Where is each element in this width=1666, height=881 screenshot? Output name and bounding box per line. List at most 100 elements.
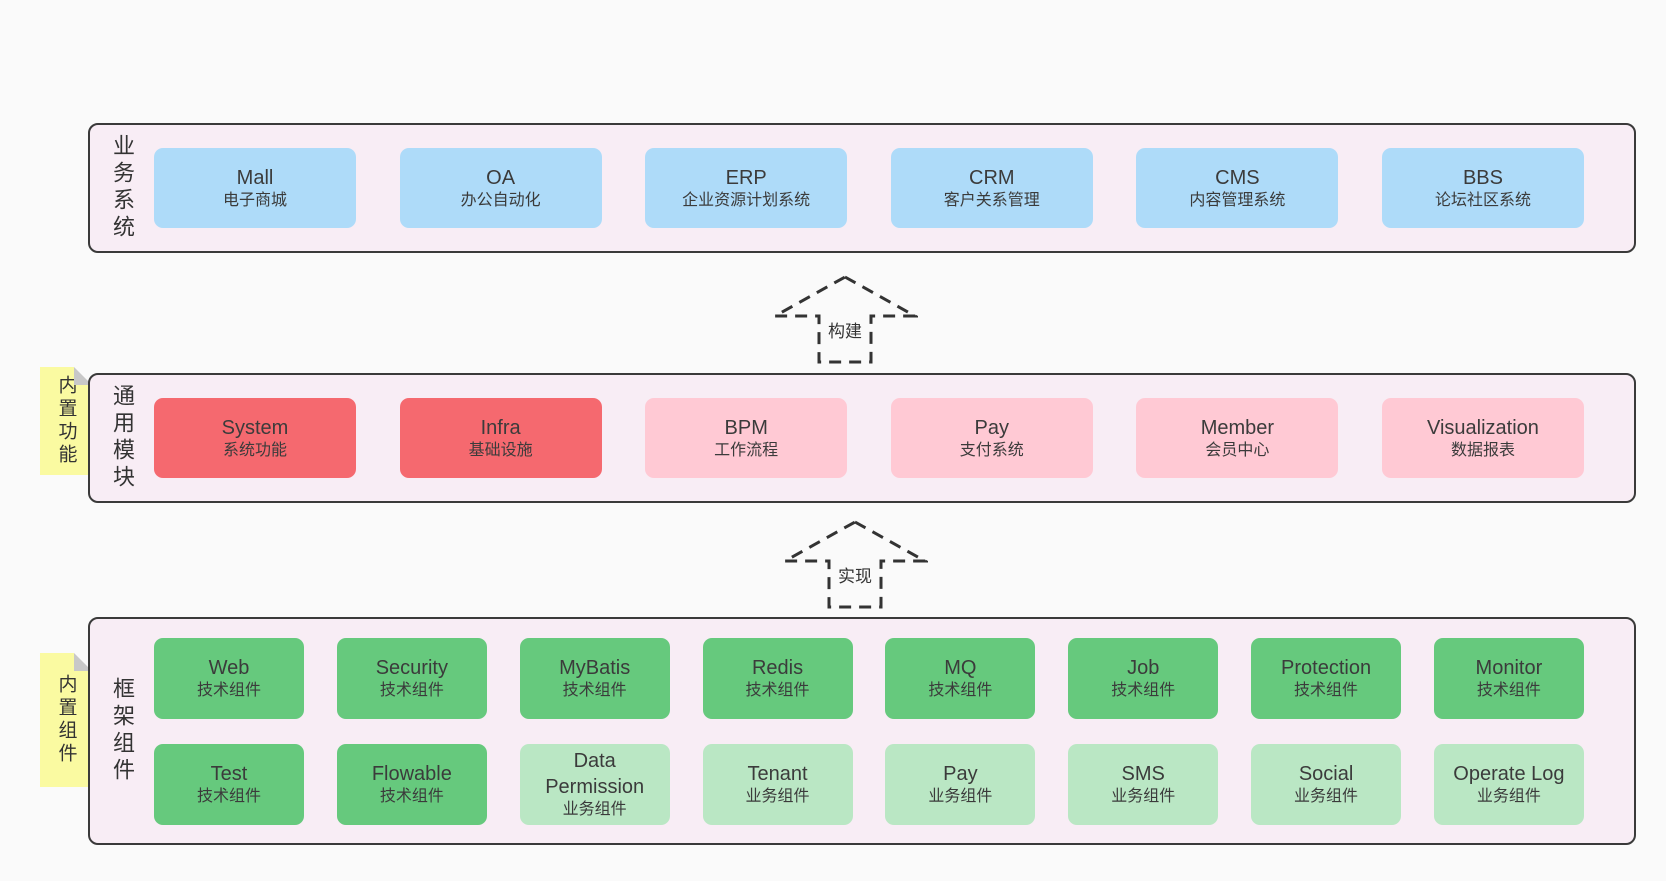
box-title: Infra [480,416,521,439]
band-label-business-systems: 业务系统 [110,134,135,242]
box-social: Social 业务组件 [1251,743,1402,825]
box-subtitle: 会员中心 [1205,441,1270,459]
box-title: Job [1127,656,1160,679]
box-oa: OA 办公自动化 [399,148,602,228]
box-subtitle: 技术组件 [196,787,261,805]
box-title: BPM [724,416,768,439]
box-subtitle: 数据报表 [1450,441,1515,459]
framework-components-row-1: Web 技术组件 Security 技术组件 MyBatis 技术组件 Redi… [154,637,1584,719]
box-subtitle: 业务组件 [745,787,810,805]
box-subtitle: 办公自动化 [460,191,541,209]
box-title: Visualization [1427,416,1539,439]
box-flowable: Flowable 技术组件 [336,743,487,825]
box-subtitle: 技术组件 [562,681,627,699]
box-subtitle: 论坛社区系统 [1434,191,1531,209]
box-title: Monitor [1475,656,1543,679]
box-monitor: Monitor 技术组件 [1433,637,1584,719]
band-business-systems: 业务系统 Mall 电子商城 OA 办公自动化 ERP 企业资源计划系统 CRM… [88,123,1636,253]
band-framework-components: 框架组件 Web 技术组件 Security 技术组件 MyBatis 技术组件… [88,617,1636,845]
box-title: System [221,416,289,439]
box-subtitle: 技术组件 [379,787,444,805]
box-web: Web 技术组件 [154,637,304,719]
box-subtitle: 工作流程 [714,441,779,459]
note-text: 内置组件 [55,674,77,766]
note-text: 内置功能 [55,375,77,467]
box-mall: Mall 电子商城 [154,148,356,228]
box-title: BBS [1462,166,1503,189]
box-subtitle: 技术组件 [379,681,444,699]
box-title: ERP [725,166,767,189]
box-system: System 系统功能 [154,398,356,478]
box-redis: Redis 技术组件 [702,637,853,719]
box-title: MyBatis [559,656,631,679]
box-security: Security 技术组件 [336,637,487,719]
box-subtitle: 技术组件 [745,681,810,699]
box-bpm: BPM 工作流程 [645,398,848,478]
box-title: Tenant [747,762,808,785]
box-title: Pay [943,762,978,785]
box-subtitle: 技术组件 [928,681,993,699]
band-label-common-modules: 通用模块 [110,384,135,492]
box-subtitle: 技术组件 [196,681,261,699]
box-title: MQ [944,656,977,679]
box-cms: CMS 内容管理系统 [1136,148,1339,228]
box-title: Social [1298,762,1354,785]
box-subtitle: 业务组件 [1111,787,1176,805]
box-title: Test [210,762,248,785]
box-erp: ERP 企业资源计划系统 [645,148,848,228]
box-title: Pay [974,416,1010,439]
folded-corner-icon [74,653,92,671]
box-subtitle: 基础设施 [468,441,533,459]
box-subtitle: 客户关系管理 [943,191,1040,209]
box-subtitle: 业务组件 [1476,787,1541,805]
box-subtitle: 电子商城 [222,191,287,209]
box-pay-business: Pay 业务组件 [885,743,1036,825]
box-subtitle: 内容管理系统 [1189,191,1286,209]
box-subtitle: 系统功能 [222,441,287,459]
framework-components-row-2: Test 技术组件 Flowable 技术组件 Data Permission … [154,743,1584,825]
box-subtitle: 业务组件 [928,787,993,805]
band-common-modules: 通用模块 System 系统功能 Infra 基础设施 BPM 工作流程 Pay… [88,373,1636,503]
box-subtitle: 技术组件 [1476,681,1541,699]
box-title: Operate Log [1453,762,1565,785]
box-title: SMS [1121,762,1165,785]
arrow-implement-label: 实现 [835,561,875,588]
arrow-build-label: 构建 [825,316,865,343]
box-visualization: Visualization 数据报表 [1381,398,1584,478]
box-member: Member 会员中心 [1136,398,1339,478]
box-title: Security [375,656,448,679]
folded-corner-icon [74,367,92,385]
box-mq: MQ 技术组件 [885,637,1036,719]
box-title: Protection [1281,656,1372,679]
box-subtitle: 技术组件 [1111,681,1176,699]
box-title: CRM [969,166,1015,189]
box-subtitle: 企业资源计划系统 [682,191,811,209]
box-subtitle: 业务组件 [562,800,627,818]
box-tenant: Tenant 业务组件 [702,743,853,825]
box-sms: SMS 业务组件 [1068,743,1219,825]
note-built-in-features: 内置功能 [40,367,92,475]
arrow-build: 构建 [772,274,918,364]
box-subtitle: 支付系统 [959,441,1024,459]
framework-components-boxes: Web 技术组件 Security 技术组件 MyBatis 技术组件 Redi… [154,637,1584,825]
box-title: Data Permission [545,749,645,798]
common-modules-boxes: System 系统功能 Infra 基础设施 BPM 工作流程 Pay 支付系统… [154,398,1584,478]
box-mybatis: MyBatis 技术组件 [519,637,670,719]
box-title: Web [208,656,250,679]
box-title: Flowable [371,762,452,785]
box-subtitle: 技术组件 [1294,681,1359,699]
box-pay: Pay 支付系统 [890,398,1093,478]
box-job: Job 技术组件 [1068,637,1219,719]
box-subtitle: 业务组件 [1294,787,1359,805]
dashed-up-arrow-icon [782,520,928,609]
box-title: Member [1200,416,1275,439]
box-data-permission: Data Permission 业务组件 [519,743,670,825]
box-test: Test 技术组件 [154,743,304,825]
note-built-in-components: 内置组件 [40,653,92,787]
box-title: Redis [751,656,804,679]
band-label-framework-components: 框架组件 [110,677,135,785]
box-title: Mall [236,166,274,189]
box-title: OA [486,166,516,189]
dashed-up-arrow-icon [772,275,918,364]
